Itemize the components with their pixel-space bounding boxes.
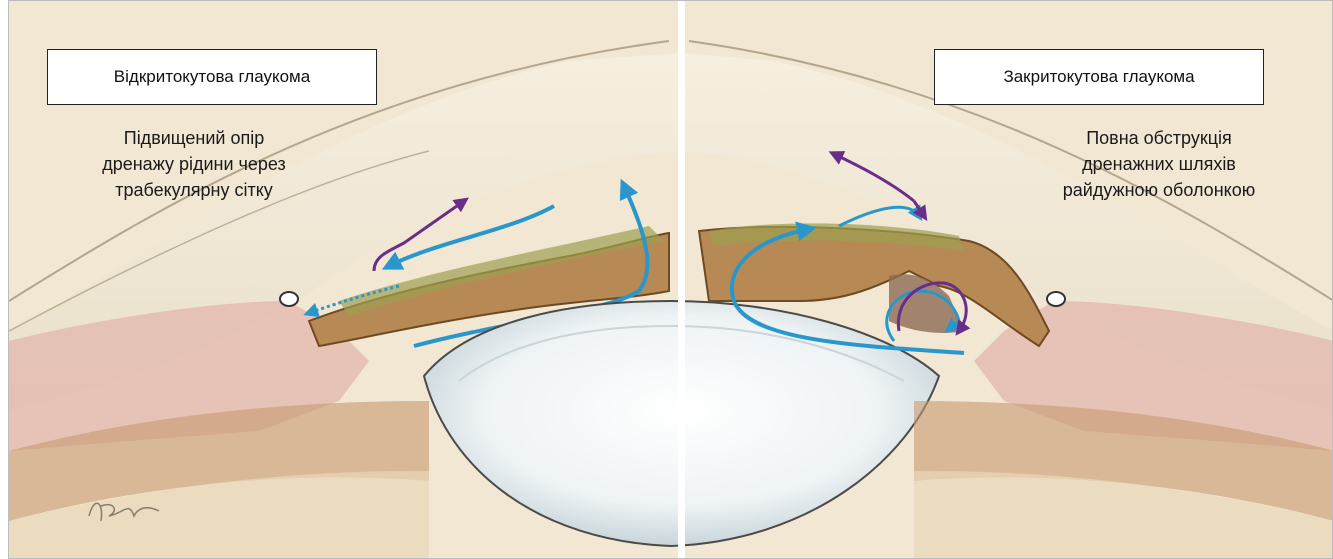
right-schlemm-canal	[1047, 292, 1065, 306]
right-caption-line: дренажних шляхів	[1014, 151, 1304, 177]
glaucoma-illustration: Відкритокутова глаукома Закритокутова гл…	[8, 0, 1333, 559]
right-panel-title: Закритокутова глаукома	[934, 49, 1264, 105]
left-panel-caption: Підвищений опір дренажу рідини через тра…	[64, 125, 324, 203]
left-panel-title: Відкритокутова глаукома	[47, 49, 377, 105]
left-caption-line: дренажу рідини через	[64, 151, 324, 177]
panel-divider	[678, 1, 685, 559]
left-schlemm-canal	[280, 292, 298, 306]
right-panel-caption: Повна обструкція дренажних шляхів райдуж…	[1014, 125, 1304, 203]
right-caption-line: райдужною оболонкою	[1014, 177, 1304, 203]
left-caption-line: трабекулярну сітку	[64, 177, 324, 203]
right-caption-line: Повна обструкція	[1014, 125, 1304, 151]
left-caption-line: Підвищений опір	[64, 125, 324, 151]
